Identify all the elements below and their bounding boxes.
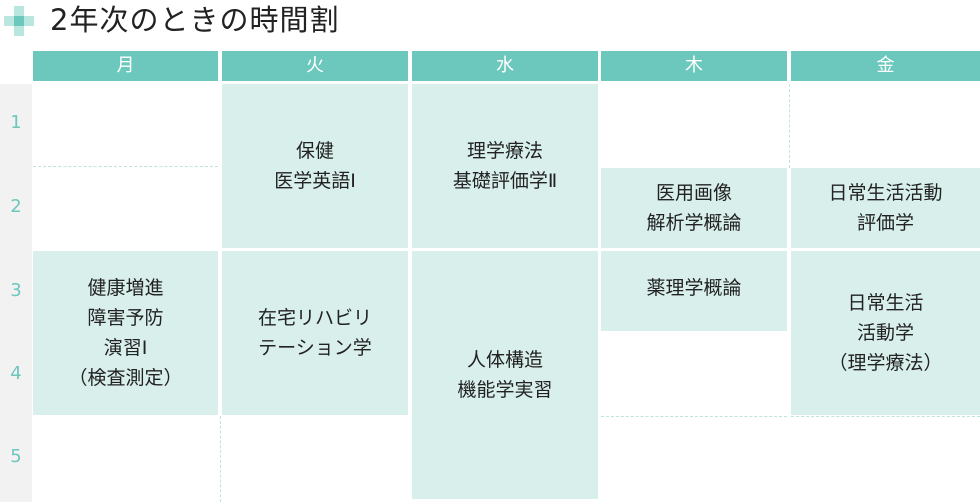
class-cell: 日常生活活動 評価学 <box>791 168 980 248</box>
day-header-fri: 金 <box>791 51 980 81</box>
period-2: 2 <box>10 196 22 217</box>
class-cell: 在宅リハビリ テーション学 <box>222 251 408 415</box>
day-header-mon: 月 <box>33 51 218 81</box>
period-1: 1 <box>10 112 22 133</box>
divider <box>33 166 218 167</box>
page-header: 2年次のときの時間割 <box>0 0 980 44</box>
period-4: 4 <box>10 363 22 384</box>
period-column <box>0 84 32 502</box>
class-cell: 健康増進 障害予防 演習Ⅰ （検査測定） <box>33 251 218 415</box>
period-5: 5 <box>10 446 22 467</box>
class-cell: 医用画像 解析学概論 <box>601 168 787 248</box>
class-cell: 理学療法 基礎評価学Ⅱ <box>412 84 598 248</box>
page-title: 2年次のときの時間割 <box>50 3 340 37</box>
day-header-tue: 火 <box>222 51 408 81</box>
period-3: 3 <box>10 280 22 301</box>
class-cell: 薬理学概論 <box>601 251 787 331</box>
class-cell: 人体構造 機能学実習 <box>412 251 598 499</box>
divider <box>601 416 787 417</box>
class-cell: 保健 医学英語Ⅰ <box>222 84 408 248</box>
day-header-wed: 水 <box>412 51 598 81</box>
divider <box>791 416 980 417</box>
divider <box>220 416 221 502</box>
divider <box>789 84 790 168</box>
class-cell: 日常生活 活動学 （理学療法） <box>791 251 980 415</box>
day-header-thu: 木 <box>601 51 787 81</box>
cross-icon <box>4 6 34 36</box>
